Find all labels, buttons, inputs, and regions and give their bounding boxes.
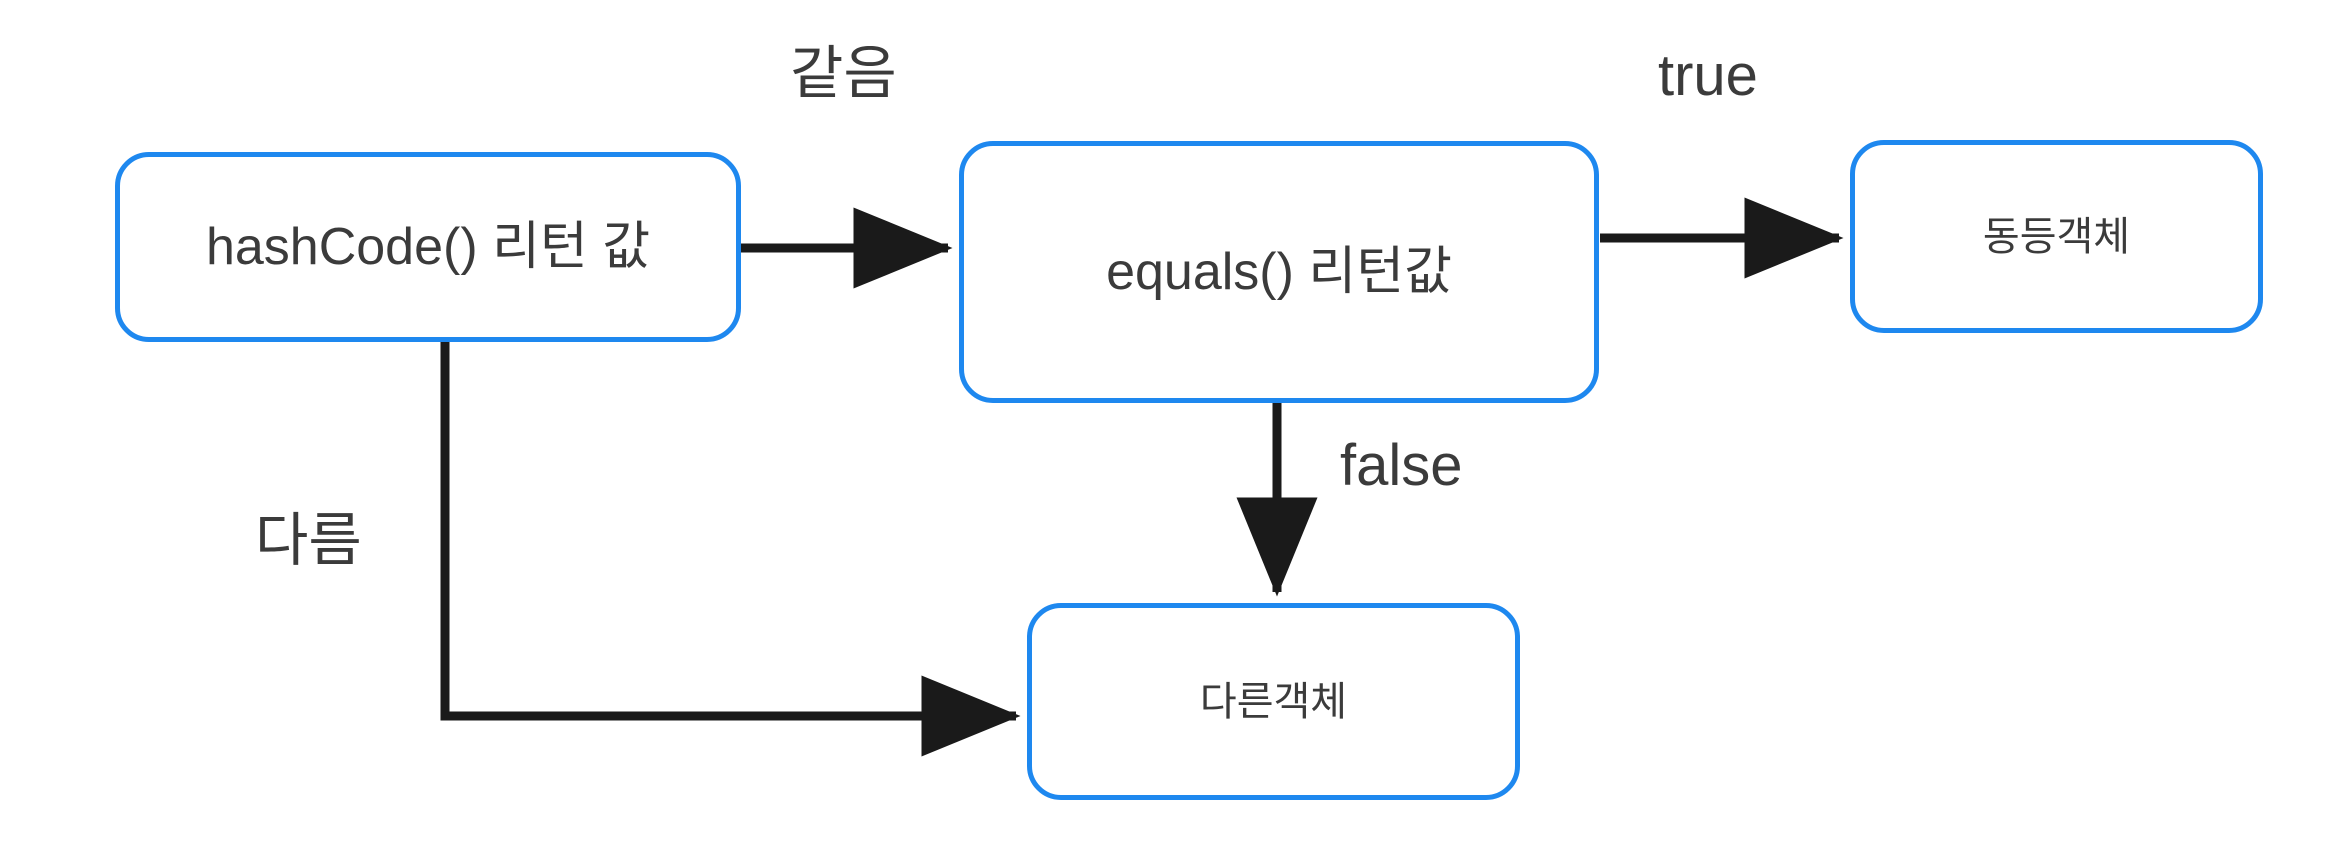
edge-label-same: 같음	[790, 41, 897, 106]
node-different-object[interactable]: 다른객체	[1027, 603, 1520, 800]
node-equals-return-value[interactable]: equals() 리턴값	[959, 141, 1599, 403]
node-hashcode-label: hashCode() 리턴 값	[205, 218, 651, 276]
node-equal-object[interactable]: 동등객체	[1850, 140, 2263, 333]
node-hashcode-return-value[interactable]: hashCode() 리턴 값	[115, 152, 741, 342]
edge-hashcode-to-different-object	[440, 342, 1021, 757]
node-equals-label: equals() 리턴값	[1106, 243, 1452, 301]
edge-label-false: false	[1340, 433, 1463, 498]
node-different-object-label: 다른객체	[1199, 679, 1348, 724]
edge-label-true: true	[1658, 43, 1758, 108]
edge-label-different: 다름	[255, 508, 362, 573]
node-equal-object-label: 동등객체	[1982, 214, 2131, 259]
